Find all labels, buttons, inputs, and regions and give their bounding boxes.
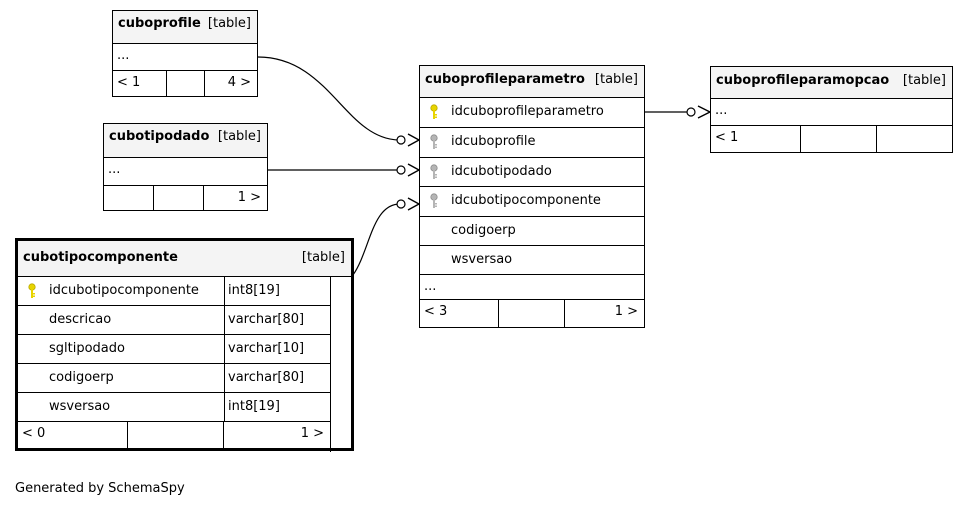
link-cuboprofile: [257, 56, 401, 141]
ellipsis: ...: [108, 162, 121, 177]
column-name: sgltipodado: [49, 341, 125, 356]
table-cubotipocomponente[interactable]: cubotipocomponente [table] idcubotipocom…: [15, 238, 354, 452]
parents-count: 4 >: [227, 75, 251, 90]
crowfoot: [407, 163, 421, 177]
generated-by-label: Generated by SchemaSpy: [15, 481, 185, 496]
children-count: < 1: [117, 75, 141, 90]
column-name: wsversao: [49, 399, 111, 414]
column-type: varchar[80]: [228, 312, 305, 327]
column-type: varchar[80]: [228, 370, 305, 385]
foreign-key-icon: [430, 164, 438, 179]
column-row: idcubotipodado: [420, 158, 644, 187]
table-cuboprofile[interactable]: cuboprofile [table] ... < 1 4 >: [112, 10, 258, 97]
table-kind: [table]: [207, 16, 251, 31]
column-name: idcubotipocomponente: [451, 193, 601, 208]
table-kind: [table]: [902, 73, 946, 88]
column-name: idcuboprofileparametro: [451, 104, 604, 119]
column-row: codigoerp varchar[80]: [18, 364, 330, 393]
column-row: sgltipodado varchar[10]: [18, 335, 330, 364]
table-name: cuboprofileparametro: [425, 72, 585, 87]
table-name: cuboprofile: [118, 16, 201, 31]
table-cubotipodado[interactable]: cubotipodado [table] ... 1 >: [103, 123, 268, 211]
column-name: idcubotipocomponente: [49, 283, 199, 298]
ellipsis-row: ...: [420, 275, 644, 300]
table-name: cubotipodado: [109, 129, 210, 144]
parents-count: 1 >: [237, 190, 261, 205]
column-row: idcubotipocomponente: [420, 187, 644, 217]
ellipsis-row: ...: [113, 44, 257, 71]
column-type: int8[19]: [228, 399, 280, 414]
table-kind: [table]: [217, 129, 261, 144]
ellipsis-row: ...: [104, 158, 267, 186]
children-count: < 1: [715, 130, 739, 145]
column-row: idcuboprofileparametro: [420, 98, 644, 128]
column-row: descricao varchar[80]: [18, 306, 330, 335]
column-row: codigoerp: [420, 217, 644, 246]
column-type: int8[19]: [228, 283, 280, 298]
column-name: codigoerp: [451, 223, 516, 238]
column-name: wsversao: [451, 252, 513, 267]
column-row: wsversao: [420, 246, 644, 275]
column-row: idcuboprofile: [420, 128, 644, 158]
column-row: idcubotipocomponente int8[19]: [18, 277, 330, 306]
column-type: varchar[10]: [228, 341, 305, 356]
optional-circle: [396, 135, 406, 145]
children-count: < 3: [424, 304, 448, 319]
table-header: cubotipodado [table]: [104, 124, 267, 158]
table-footer: < 1: [711, 126, 952, 152]
children-count: < 0: [22, 426, 46, 441]
parents-count: 1 >: [300, 426, 324, 441]
foreign-key-icon: [430, 193, 438, 208]
ellipsis-row: ...: [711, 99, 952, 126]
parents-count: 1 >: [614, 304, 638, 319]
table-footer: < 0 1 >: [18, 422, 330, 450]
column-row: wsversao int8[19]: [18, 393, 330, 422]
table-header: cuboprofileparametro [table]: [420, 66, 644, 98]
table-cuboprofileparamopcao[interactable]: cuboprofileparamopcao [table] ... < 1: [710, 66, 953, 153]
table-footer: 1 >: [104, 186, 267, 210]
table-kind: [table]: [594, 72, 638, 87]
ellipsis: ...: [424, 279, 437, 294]
table-header: cuboprofileparamopcao [table]: [711, 67, 952, 99]
table-footer: < 1 4 >: [113, 71, 257, 96]
crowfoot: [407, 133, 421, 147]
crowfoot: [697, 105, 712, 119]
column-name: idcubotipodado: [451, 164, 552, 179]
table-cuboprofileparametro[interactable]: cuboprofileparametro [table] idcuboprofi…: [419, 65, 645, 328]
column-name: descricao: [49, 312, 112, 327]
ellipsis: ...: [715, 103, 728, 118]
optional-circle: [686, 107, 696, 117]
primary-key-icon: [430, 104, 438, 119]
table-name: cubotipocomponente: [23, 250, 178, 265]
table-footer: < 3 1 >: [420, 300, 644, 327]
optional-circle: [396, 199, 406, 209]
table-header: cubotipocomponente [table]: [18, 241, 351, 277]
table-kind: [table]: [301, 250, 345, 265]
table-name: cuboprofileparamopcao: [716, 73, 890, 88]
primary-key-icon: [28, 283, 36, 298]
ellipsis: ...: [117, 48, 130, 63]
foreign-key-icon: [430, 134, 438, 149]
column-list: idcubotipocomponente int8[19] descricao …: [18, 277, 331, 452]
optional-circle: [396, 165, 406, 175]
column-name: idcuboprofile: [451, 134, 536, 149]
crowfoot: [407, 197, 421, 211]
column-name: codigoerp: [49, 370, 114, 385]
table-header: cuboprofile [table]: [113, 11, 257, 44]
